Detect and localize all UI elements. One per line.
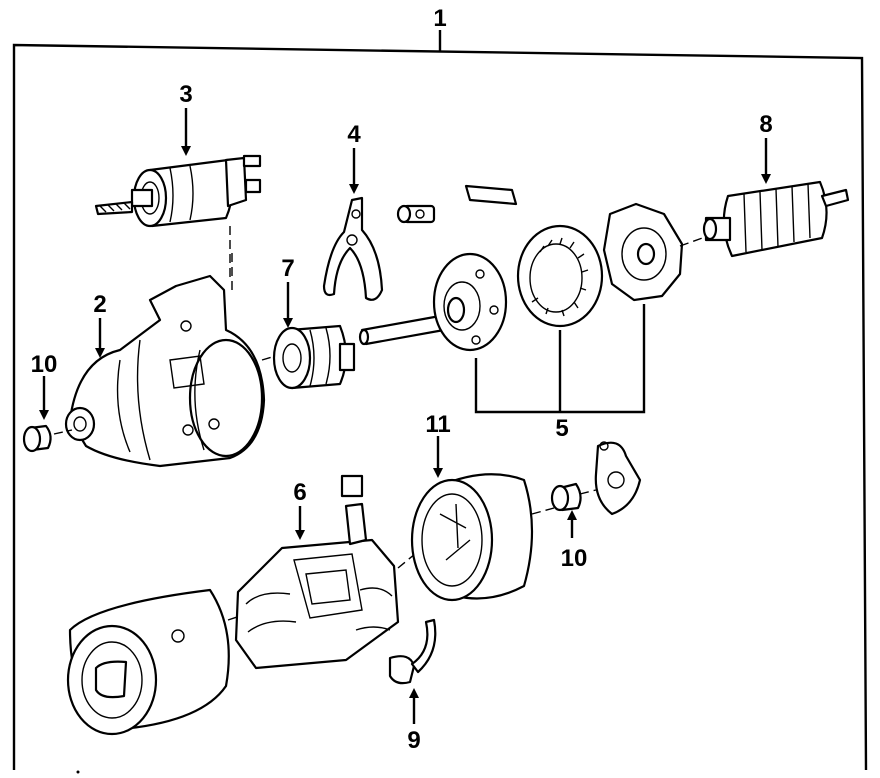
part-gear-carrier	[432, 252, 508, 352]
part-bushing-left	[22, 424, 73, 453]
part-small-plate	[464, 184, 518, 206]
callout-5: 5	[555, 415, 568, 442]
callout-2: 2	[93, 291, 106, 318]
callout-7: 7	[281, 255, 294, 282]
part-planetary-shaft	[358, 314, 446, 346]
callout-4: 4	[347, 121, 361, 148]
part-brush-holder	[234, 474, 433, 670]
part-brush-plate	[602, 202, 709, 302]
callout-9: 9	[407, 727, 420, 754]
part-small-bolt	[396, 204, 436, 224]
callout-3: 3	[179, 81, 192, 108]
part-armature	[702, 180, 850, 258]
part-terminal-lead	[388, 618, 437, 685]
part-rear-bracket	[594, 441, 642, 516]
part-drive-housing	[64, 250, 283, 468]
part-end-cover	[410, 473, 555, 602]
callout-8: 8	[759, 111, 772, 138]
part-drive-clutch	[272, 324, 356, 390]
assembly-frame	[12, 30, 868, 771]
callout-6: 6	[293, 479, 306, 506]
leader-5	[474, 304, 646, 414]
part-yoke	[66, 588, 247, 736]
part-shift-fork	[322, 196, 384, 301]
callout-1: 1	[433, 5, 446, 32]
callout-11: 11	[425, 411, 450, 438]
callout-10-left: 10	[31, 351, 58, 378]
part-bushing-right	[550, 482, 597, 512]
part-solenoid	[94, 154, 262, 282]
callout-10-right: 10	[561, 545, 588, 572]
part-ring-gear	[516, 224, 604, 328]
